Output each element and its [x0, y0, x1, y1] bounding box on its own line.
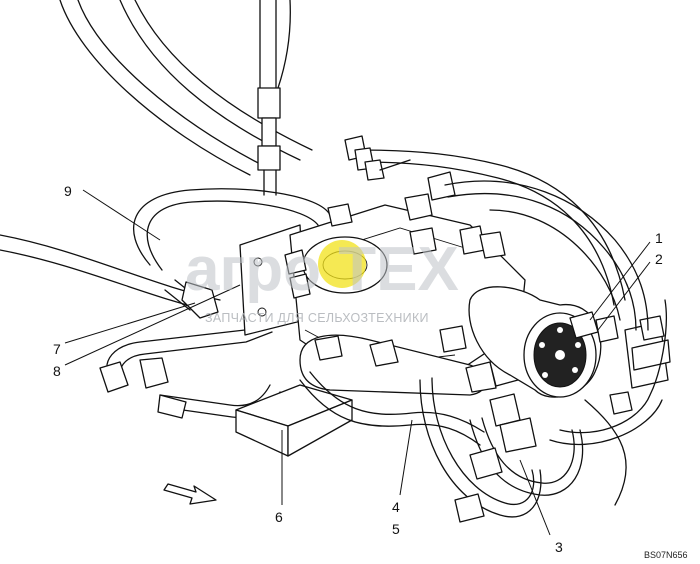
callout-8: 8	[53, 363, 61, 379]
callout-5: 5	[392, 521, 400, 537]
direction-arrow	[163, 483, 217, 505]
valve-block-right	[609, 315, 671, 415]
vertical-pipe	[257, 0, 291, 196]
hose-group-left	[0, 0, 313, 313]
callout-6: 6	[275, 509, 283, 525]
hose-group-right	[344, 135, 649, 331]
watermark-tagline: ЗАПЧАСТИ ДЛЯ СЕЛЬХОЗТЕХНИКИ	[205, 311, 429, 325]
watermark-accent	[318, 240, 366, 288]
callout-7: 7	[53, 341, 61, 357]
fittings	[284, 171, 519, 393]
loop-hose	[133, 188, 331, 319]
callout-4: 4	[392, 499, 400, 515]
drawing-code: BS07N656	[644, 550, 688, 560]
callout-9: 9	[64, 183, 72, 199]
watermark: агро TEX ЗАПЧАСТИ ДЛЯ СЕЛЬХОЗТЕХНИКИ	[185, 235, 459, 325]
motor-flange	[468, 286, 619, 398]
hose-group-bottom	[299, 299, 667, 523]
support-block	[235, 384, 353, 457]
callout-1: 1	[655, 230, 663, 246]
watermark-brand: агро TEX	[185, 235, 459, 304]
callout-2: 2	[655, 251, 663, 267]
tube-lower-left	[99, 319, 281, 419]
callout-labels: 9 7 8 1 2 6 4 5 3	[53, 183, 663, 555]
leader-lines	[64, 189, 651, 536]
callout-3: 3	[555, 539, 563, 555]
